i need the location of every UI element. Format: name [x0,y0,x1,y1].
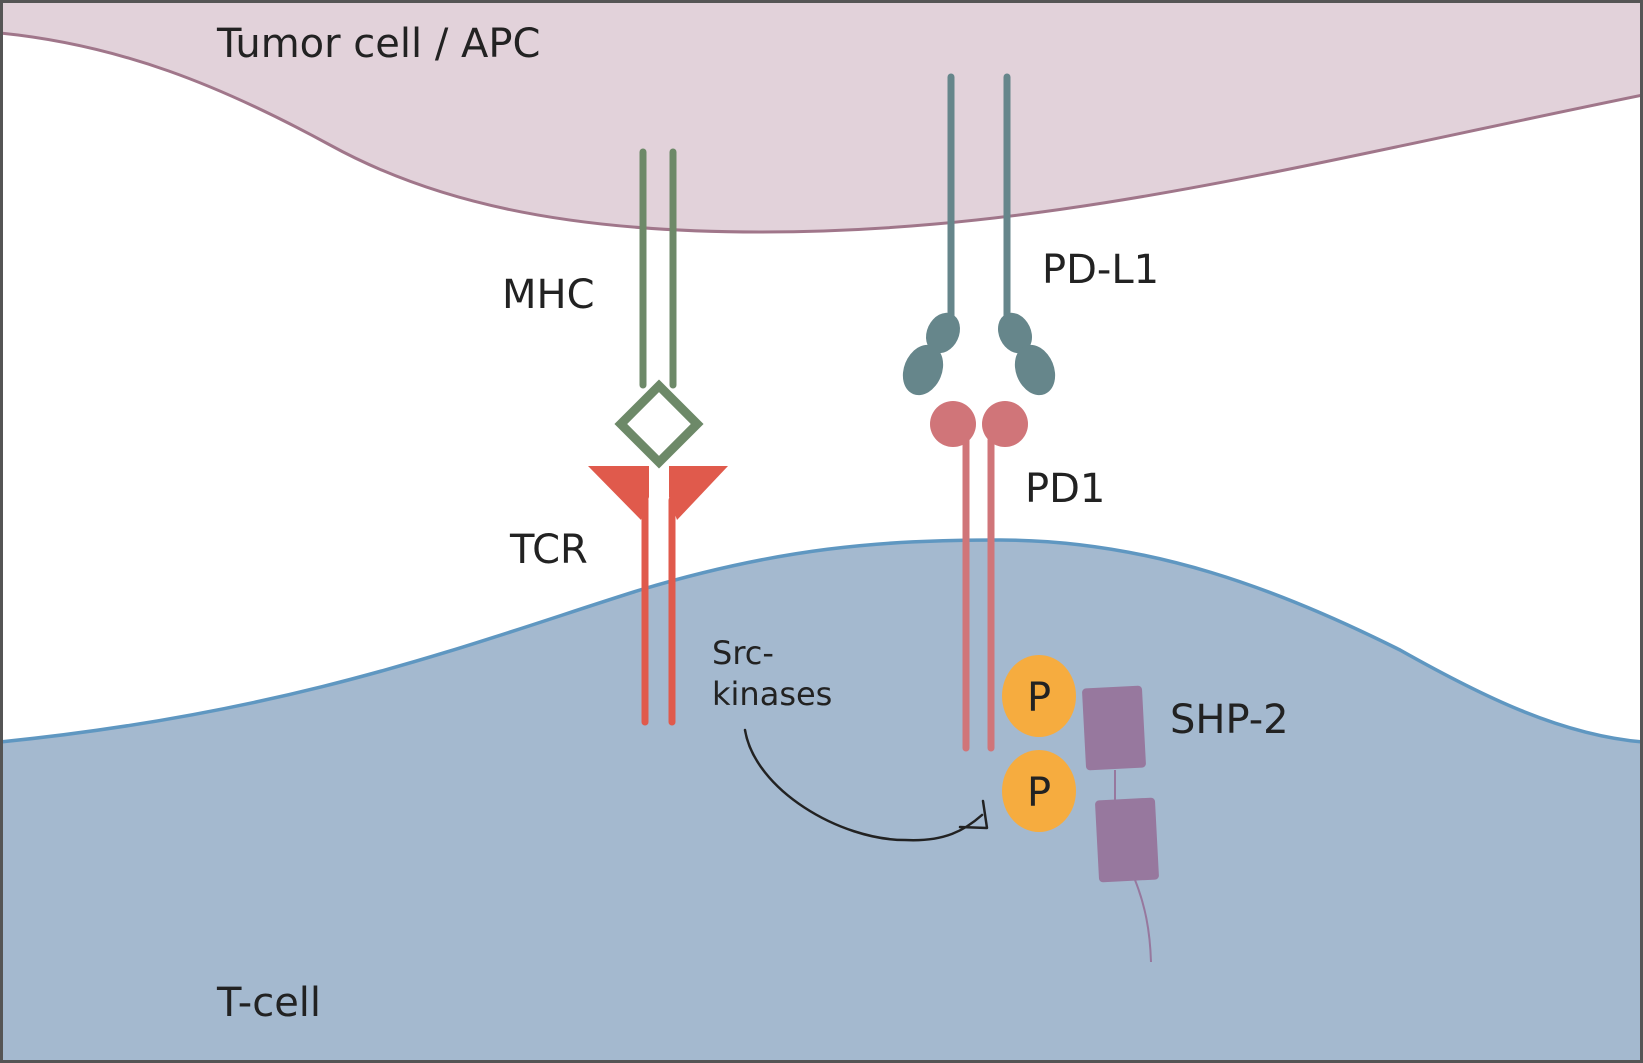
shp2-domain-upper [1082,685,1146,771]
tcr-left-arm [588,466,649,520]
src-kinases-label-line2: kinases [712,675,832,713]
antigen-diamond [614,379,704,469]
shp2-domain-lower [1095,797,1159,883]
tumor-cell-region [0,0,1643,232]
t-cell-membrane [0,538,1643,744]
t-cell-region [0,540,1643,1063]
pd-l1-label: PD-L1 [1042,247,1159,293]
mhc-molecule [614,148,704,469]
tcr-right-arm [669,466,728,520]
tcr-label: TCR [509,527,588,573]
phosphate-bottom: P [1002,750,1076,832]
tcr-receptor [588,466,728,726]
tumor-cell-membrane [0,31,1643,234]
pd-l1-ligand [902,73,1056,396]
phosphate-top: P [1002,655,1076,737]
shp2-phosphatase [1082,685,1159,963]
t-cell-label: T-cell [216,980,321,1026]
phosphate-bottom-label: P [1027,770,1051,816]
phosphate-top-label: P [1027,675,1051,721]
tumor-cell-label: Tumor cell / APC [216,21,540,67]
pd1-label: PD1 [1025,466,1105,512]
shp2-label: SHP-2 [1170,697,1289,743]
src-kinases-label-line1: Src- [712,634,774,672]
pd1-receptor [930,401,1028,752]
mhc-label: MHC [502,272,595,318]
src-kinase-arrow [743,728,989,842]
